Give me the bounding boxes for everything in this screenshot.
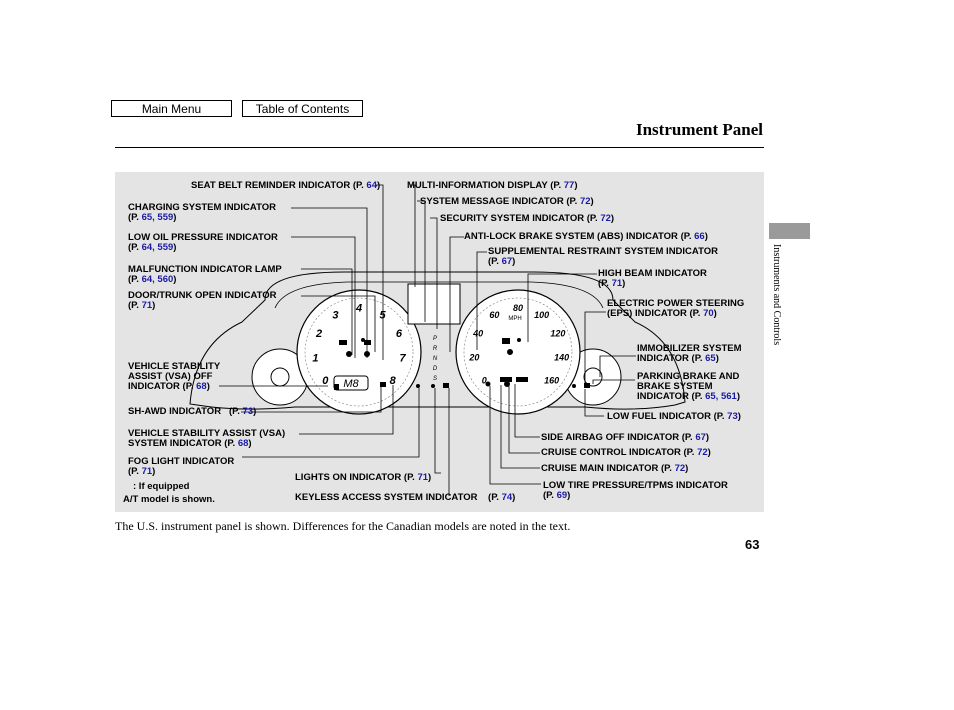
label-abs: ANTI-LOCK BRAKE SYSTEM (ABS) INDICATOR (… <box>464 231 708 242</box>
gauge-numeral: 7 <box>400 352 407 364</box>
multi-information-display <box>407 283 461 325</box>
low-fuel-icon <box>572 384 576 388</box>
vsa-off-icon <box>334 384 339 390</box>
label-cruise-control: CRUISE CONTROL INDICATOR (P. 72) <box>541 447 711 458</box>
gauge-numeral: 160 <box>544 375 559 385</box>
shift-position-letter: R <box>433 346 438 352</box>
gear-readout: M8 <box>343 378 359 390</box>
label-low-oil-pressure: LOW OIL PRESSURE INDICATOR(P. 64, 559) <box>128 232 278 253</box>
gauge-numeral: 2 <box>315 328 322 340</box>
label-lights-on: LIGHTS ON INDICATOR (P. 71) <box>295 472 432 483</box>
gauge-numeral: 4 <box>355 303 362 315</box>
label-high-beam: HIGH BEAM INDICATOR(P. 71) <box>598 268 707 289</box>
gauge-numeral: 140 <box>554 353 569 363</box>
door-icon <box>364 340 371 345</box>
label-system-message: SYSTEM MESSAGE INDICATOR (P. 72) <box>420 196 594 207</box>
gear-display <box>333 375 369 391</box>
gauge-numeral: 80 <box>513 303 523 313</box>
sh-awd-icon <box>380 382 386 387</box>
charging-icon <box>339 340 347 345</box>
table-of-contents-button[interactable]: Table of Contents <box>242 100 363 117</box>
label-fog-light: FOG LIGHT INDICATOR(P. 71) <box>128 456 235 477</box>
fog-icon <box>416 384 420 388</box>
oil-icon <box>346 351 352 357</box>
shift-position-letter: D <box>433 366 438 372</box>
malfunction-icon <box>361 338 365 342</box>
label-multi-information-display: MULTI-INFORMATION DISPLAY (P. 77) <box>407 180 578 191</box>
shift-position-letter: P <box>433 336 437 342</box>
parking-brake-icon <box>504 381 510 387</box>
immobilizer-icon <box>517 338 521 342</box>
gauge-numeral: 60 <box>489 310 499 320</box>
gauge-numeral: 8 <box>390 375 397 387</box>
footnote-if-equipped: : If equipped <box>133 481 190 492</box>
label-low-fuel: LOW FUEL INDICATOR (P. 73) <box>607 411 741 422</box>
section-label: Instruments and Controls <box>771 244 782 346</box>
label-keyless-access: KEYLESS ACCESS SYSTEM INDICATOR (P. 74) <box>295 492 516 503</box>
gauge-numeral: 120 <box>550 328 565 338</box>
gauge-numeral: 1 <box>312 352 318 364</box>
gauge-numeral: 100 <box>534 310 549 320</box>
gauge-numeral: 0 <box>482 375 487 385</box>
gauge-numeral: 20 <box>468 353 479 363</box>
tpms-icon <box>485 381 491 387</box>
footnote-at-model: A/T model is shown. <box>123 494 215 505</box>
shift-position-letter: S <box>433 376 437 382</box>
label-security-system: SECURITY SYSTEM INDICATOR (P. 72) <box>440 213 615 224</box>
label-sh-awd: SH-AWD INDICATOR (P. 73) <box>128 406 257 417</box>
shift-position-letter: N <box>433 356 438 362</box>
label-seat-belt: SEAT BELT REMINDER INDICATOR (P. 64) <box>191 180 381 191</box>
speedometer-unit: MPH <box>508 316 521 322</box>
label-srs: SUPPLEMENTAL RESTRAINT SYSTEM INDICATOR(… <box>488 246 718 267</box>
tachometer <box>296 289 422 415</box>
label-tpms: LOW TIRE PRESSURE/TPMS INDICATOR(P. 69) <box>543 480 728 501</box>
gauge-numeral: 40 <box>472 328 483 338</box>
srs-icon <box>507 349 513 355</box>
lights-on-icon <box>431 384 435 388</box>
label-eps: ELECTRIC POWER STEERING(EPS) INDICATOR (… <box>607 298 745 319</box>
label-malfunction-indicator: MALFUNCTION INDICATOR LAMP(P. 64, 560) <box>128 264 282 285</box>
indicator-icons <box>334 338 590 390</box>
gauge-numeral: 3 <box>332 310 338 322</box>
section-tab <box>769 223 810 239</box>
abs-icon <box>502 338 510 344</box>
cruise-icon <box>516 377 528 382</box>
page-number: 63 <box>745 537 760 552</box>
eps-icon <box>584 383 590 388</box>
side-airbag-icon <box>500 377 512 382</box>
gauge-numeral: 0 <box>322 375 329 387</box>
label-side-airbag-off: SIDE AIRBAG OFF INDICATOR (P. 67) <box>541 432 710 443</box>
leader-lines <box>219 184 636 496</box>
gauge-numeral: 6 <box>396 328 403 340</box>
label-cruise-main: CRUISE MAIN INDICATOR (P. 72) <box>541 463 689 474</box>
label-vsa-system: VEHICLE STABILITY ASSIST (VSA)SYSTEM IND… <box>128 428 286 449</box>
label-charging-system: CHARGING SYSTEM INDICATOR(P. 65, 559) <box>128 202 276 223</box>
figure-caption: The U.S. instrument panel is shown. Diff… <box>115 519 571 533</box>
page-title: Instrument Panel <box>635 120 763 139</box>
title-rule <box>115 147 764 148</box>
label-door-trunk-open: DOOR/TRUNK OPEN INDICATOR(P. 71) <box>128 290 277 311</box>
keyless-icon <box>443 383 449 388</box>
main-menu-button[interactable]: Main Menu <box>111 100 232 117</box>
